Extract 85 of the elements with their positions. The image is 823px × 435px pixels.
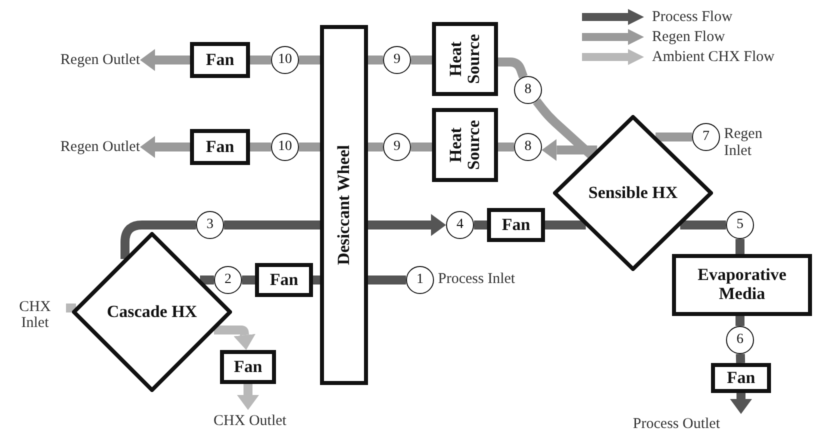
state-point-circle xyxy=(726,326,754,354)
box-label: Cascade HX xyxy=(106,302,198,322)
flow-line xyxy=(736,354,746,364)
flow-line xyxy=(498,142,514,152)
legend-label: Process Flow xyxy=(652,8,732,26)
box-label: Evaporative Media xyxy=(696,266,788,304)
box-label: Fan xyxy=(206,50,234,70)
component-box xyxy=(255,263,313,297)
box-label: Sensible HX xyxy=(588,184,678,202)
state-number: 6 xyxy=(736,333,744,347)
component-box xyxy=(220,350,276,384)
state-point-circle xyxy=(406,266,434,294)
flow-arrow xyxy=(730,393,752,414)
box-label: Desiccant Wheel xyxy=(335,144,353,268)
box-label: Heat Source xyxy=(447,33,483,86)
state-number: 8 xyxy=(524,83,532,97)
state-number: 2 xyxy=(224,273,232,287)
flow-line xyxy=(299,142,320,152)
state-number: 9 xyxy=(394,53,400,67)
flow-arrow xyxy=(140,49,190,71)
flow-line xyxy=(250,56,271,64)
flow-line xyxy=(545,220,586,230)
state-point-circle xyxy=(271,46,299,74)
component-box xyxy=(432,108,498,182)
state-point-circle xyxy=(196,211,224,239)
state-number: 3 xyxy=(206,218,214,232)
state-point-circle xyxy=(214,266,242,294)
flow-line xyxy=(411,142,432,152)
flow-line xyxy=(313,276,320,284)
component-box xyxy=(190,129,250,165)
flow-line xyxy=(474,220,487,230)
flow-line xyxy=(250,142,271,152)
flow-line xyxy=(242,276,255,284)
state-number: 10 xyxy=(278,53,292,67)
flow-line xyxy=(736,316,744,326)
state-point-circle xyxy=(271,133,299,161)
state-point-circle xyxy=(383,133,411,161)
component-box xyxy=(672,254,812,316)
flow-label: Process Outlet xyxy=(632,416,720,433)
component-box xyxy=(320,25,368,385)
state-number: 8 xyxy=(524,140,532,154)
state-number: 5 xyxy=(736,218,744,232)
legend-label: Regen Flow xyxy=(652,28,725,46)
flow-label: CHX Outlet xyxy=(214,412,286,430)
box-label: Fan xyxy=(270,270,298,290)
flow-line xyxy=(299,56,320,64)
flow-line xyxy=(200,276,214,284)
legend-label: Ambient CHX Flow xyxy=(652,48,775,66)
flow-line xyxy=(66,304,76,312)
flow-label: Process Inlet xyxy=(438,271,516,288)
state-point-circle xyxy=(514,76,542,104)
component-box xyxy=(432,22,498,96)
state-number: 4 xyxy=(456,218,464,232)
state-point-circle xyxy=(692,123,720,151)
flow-line xyxy=(368,142,383,152)
flow-line xyxy=(656,132,692,142)
state-number: 9 xyxy=(394,140,400,154)
state-number: 10 xyxy=(278,140,292,154)
box-label: Fan xyxy=(206,138,234,156)
flow-label: Regen Inlet xyxy=(724,126,764,159)
flow-line xyxy=(736,239,744,254)
flow-label: Regen Outlet xyxy=(60,138,140,156)
component-box xyxy=(487,208,545,242)
box-label: Fan xyxy=(502,216,530,234)
box-label: Fan xyxy=(234,358,262,376)
flow-line xyxy=(368,276,406,284)
state-point-circle xyxy=(446,211,474,239)
component-box xyxy=(190,42,250,78)
component-box xyxy=(711,363,771,393)
state-point-circle xyxy=(383,46,411,74)
flow-line xyxy=(224,220,320,230)
state-number: 1 xyxy=(416,273,424,287)
flow-line xyxy=(368,56,383,64)
state-point-circle xyxy=(514,133,542,161)
flow-arrow xyxy=(368,214,446,236)
state-point-circle xyxy=(726,211,754,239)
flow-arrow xyxy=(542,139,598,161)
flow-line xyxy=(411,56,432,64)
state-number: 7 xyxy=(702,130,710,144)
flow-label: Regen Outlet xyxy=(60,52,140,68)
flow-label: CHX Inlet xyxy=(18,298,52,332)
box-label: Heat Source xyxy=(447,119,483,172)
flow-arrow xyxy=(140,136,190,158)
box-label: Fan xyxy=(726,368,756,388)
flow-arrow xyxy=(237,384,259,410)
